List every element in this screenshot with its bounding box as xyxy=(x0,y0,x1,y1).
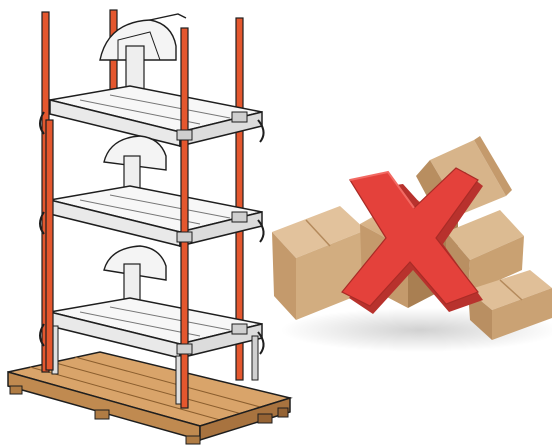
saw-unit-middle xyxy=(40,136,264,246)
saw-unit-top xyxy=(40,14,264,146)
stacked-saws xyxy=(40,10,264,408)
box-left xyxy=(272,206,366,320)
